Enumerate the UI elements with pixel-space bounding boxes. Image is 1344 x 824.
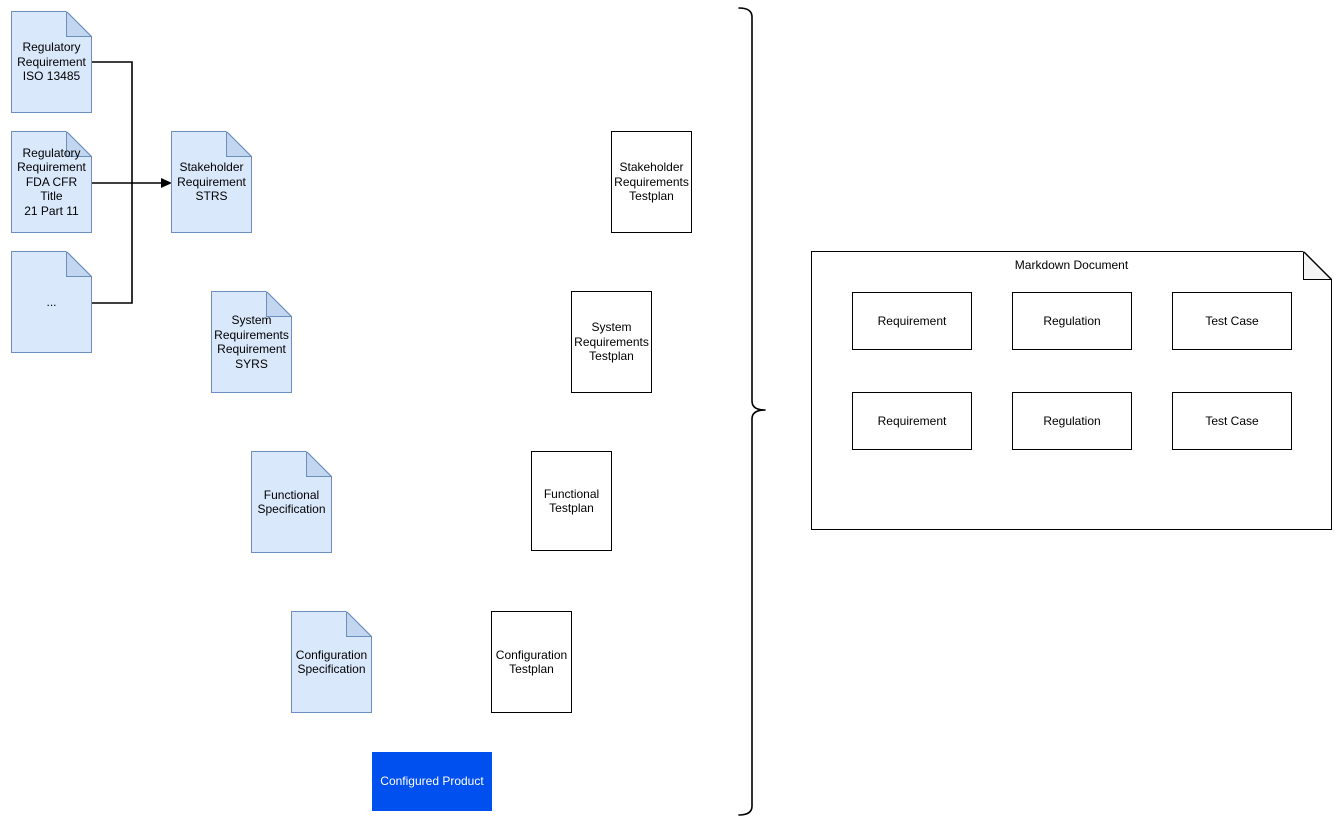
specification-document-functional-specification[interactable]: Functional Specification — [251, 451, 332, 553]
connector-more-to-merge — [91, 182, 133, 304]
markdown-block-label: Test Case — [1205, 313, 1259, 328]
node-label: System Requirements Testplan — [574, 320, 649, 364]
markdown-block-regulation-2[interactable]: Regulation — [1012, 292, 1132, 350]
node-label: Configuration Testplan — [495, 647, 568, 677]
markdown-block-label: Test Case — [1205, 413, 1259, 428]
markdown-block-label: Regulation — [1043, 413, 1101, 428]
markdown-block-test-case-3[interactable]: Test Case — [1172, 292, 1292, 350]
testplan-system-requirements-testplan[interactable]: System Requirements Testplan — [571, 291, 652, 393]
node-label: Regulatory Requirement FDA CFR Title 21 … — [17, 145, 86, 218]
connector-iso-to-merge — [91, 61, 133, 184]
node-label: Regulatory Requirement ISO 13485 — [17, 40, 86, 84]
specification-document-configuration-specification[interactable]: Configuration Specification — [291, 611, 372, 713]
source-document-regulatory-requirement-fda-cfr-title-21-part-11[interactable]: Regulatory Requirement FDA CFR Title 21 … — [11, 131, 92, 233]
markdown-block-regulation-5[interactable]: Regulation — [1012, 392, 1132, 450]
markdown-block-test-case-6[interactable]: Test Case — [1172, 392, 1292, 450]
grouping-brace — [738, 7, 766, 816]
source-document-regulatory-requirement-iso-13485[interactable]: Regulatory Requirement ISO 13485 — [11, 11, 92, 113]
node-label: Configuration Specification — [295, 647, 368, 677]
node-label: ... — [46, 294, 57, 309]
node-label: Configured Product — [380, 774, 484, 789]
testplan-configuration-testplan[interactable]: Configuration Testplan — [491, 611, 572, 713]
node-label: Stakeholder Requirement STRS — [177, 160, 246, 204]
node-label: System Requirements Requirement SYRS — [214, 313, 289, 371]
node-label: Stakeholder Requirements Testplan — [614, 160, 689, 204]
node-label: Functional Specification — [257, 487, 326, 517]
markdown-block-label: Regulation — [1043, 313, 1101, 328]
specification-document-system-requirements-requirement-syrs[interactable]: System Requirements Requirement SYRS — [211, 291, 292, 393]
testplan-stakeholder-requirements-testplan[interactable]: Stakeholder Requirements Testplan — [611, 131, 692, 233]
specification-document-stakeholder-requirement-strs[interactable]: Stakeholder Requirement STRS — [171, 131, 252, 233]
markdown-block-requirement-1[interactable]: Requirement — [852, 292, 972, 350]
testplan-functional-testplan[interactable]: Functional Testplan — [531, 451, 612, 551]
product-configured-product[interactable]: Configured Product — [372, 752, 492, 811]
source-document-node[interactable]: ... — [11, 251, 92, 353]
markdown-document-title: Markdown Document — [1014, 258, 1129, 272]
node-label: Functional Testplan — [543, 486, 600, 516]
markdown-block-label: Requirement — [877, 313, 947, 328]
markdown-block-requirement-4[interactable]: Requirement — [852, 392, 972, 450]
markdown-block-label: Requirement — [877, 413, 947, 428]
